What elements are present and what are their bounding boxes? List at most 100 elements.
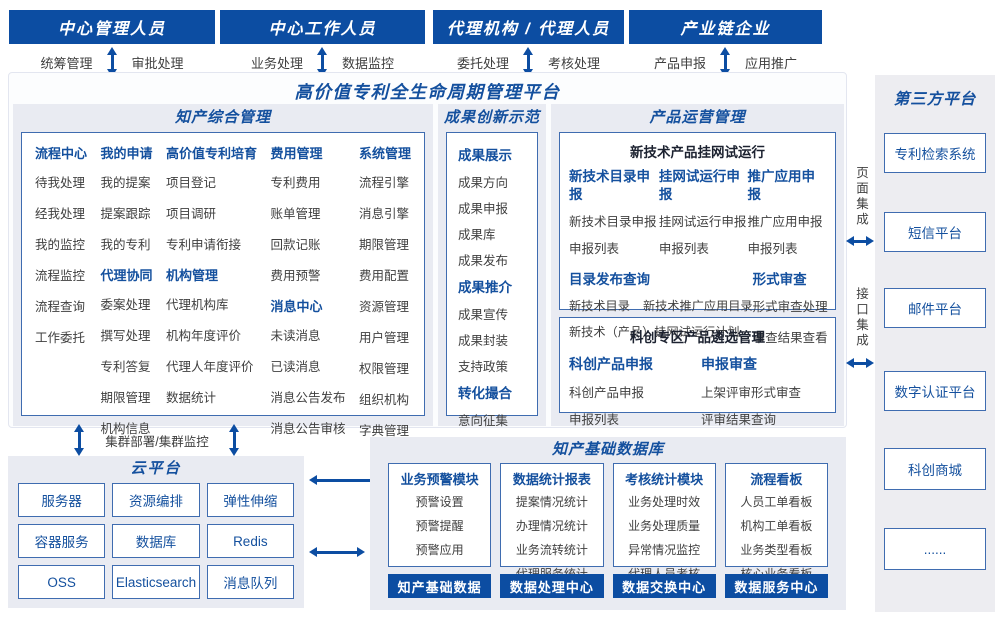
db-module-box: 业务预警模块 预警设置预警提醒预警应用 bbox=[388, 463, 492, 567]
menu-item: 流程查询 bbox=[35, 300, 86, 314]
menu-item: 提案情况统计 bbox=[515, 495, 588, 509]
menu-item: 申报列表 bbox=[747, 242, 798, 256]
menu-item: 我的监控 bbox=[35, 238, 86, 252]
menu-item: 意向征集 bbox=[458, 414, 509, 428]
menu-item: 未读消息 bbox=[270, 329, 321, 343]
role-action: 审批处理 bbox=[131, 55, 184, 71]
menu-item: 字典管理 bbox=[358, 424, 409, 438]
menu-item: 审查结果查看 bbox=[752, 331, 828, 345]
group-header: 消息中心 bbox=[270, 299, 323, 314]
menu-item: 流程监控 bbox=[35, 269, 86, 283]
role-header: 中心管理人员 bbox=[9, 10, 215, 44]
role-group-center-staff: 中心工作人员 业务处理 数据监控 bbox=[220, 10, 425, 77]
menu-item: 专利申请衔接 bbox=[165, 238, 241, 252]
menu-item: 预警提醒 bbox=[415, 519, 464, 533]
cloud-service-box: 容器服务 bbox=[18, 524, 106, 558]
menu-item: 新技术目录申报 bbox=[569, 215, 657, 229]
menu-item: 成果方向 bbox=[458, 176, 509, 190]
menu-item: 异常情况监控 bbox=[628, 543, 701, 557]
cloud-service-box: Redis bbox=[206, 524, 294, 558]
db-module-box: 考核统计模块 业务处理时效业务处理质量异常情况监控代理人员考核 bbox=[612, 463, 716, 581]
role-action: 产品申报 bbox=[653, 55, 706, 71]
third-party-box: 专利检索系统 bbox=[884, 133, 986, 173]
menu-item: 已读消息 bbox=[270, 360, 321, 374]
section-title: 云平台 bbox=[130, 460, 182, 477]
menu-column: 费用管理 专利费用账单管理回款记账费用预警 消息中心 未读消息已读消息消息公告发… bbox=[270, 143, 345, 436]
menu-item: 形式审查处理 bbox=[752, 300, 828, 314]
menu-item: 工作委托 bbox=[35, 331, 86, 345]
vertical-double-arrow-icon bbox=[228, 424, 239, 456]
menu-item: 机构年度评价 bbox=[165, 329, 241, 343]
role-group-center-managers: 中心管理人员 统筹管理 审批处理 bbox=[9, 10, 215, 77]
group-header: 科创产品申报 bbox=[569, 356, 653, 372]
third-party-box: ...... bbox=[884, 528, 986, 570]
horizontal-double-arrow-icon bbox=[846, 236, 874, 246]
menu-item: 我的提案 bbox=[100, 176, 151, 190]
horizontal-double-arrow-icon bbox=[309, 547, 365, 557]
role-action: 统筹管理 bbox=[40, 55, 93, 71]
catalog-publish-query-block: 目录发布查询 新技术目录 新技术推广应用目录 新技术（产品）挂网试运行计划 bbox=[569, 268, 753, 358]
db-footer-badge: 数据服务中心 bbox=[724, 574, 828, 598]
menu-item: 组织机构 bbox=[358, 393, 409, 407]
group-header: 业务预警模块 bbox=[400, 472, 479, 487]
db-module-box: 流程看板 人员工单看板机构工单看板业务类型看板核心业务看板 bbox=[724, 463, 828, 581]
menu-item: 科创产品申报 bbox=[569, 386, 645, 401]
group-header: 成果推介 bbox=[458, 280, 512, 295]
role-action: 委托处理 bbox=[456, 55, 509, 71]
subsection-new-tech-trial: 新技术产品挂网试运行 新技术目录申报 新技术目录申报申报列表 挂网试运行申报 挂… bbox=[559, 132, 836, 345]
menu-item: 机构工单看板 bbox=[740, 519, 813, 533]
cloud-service-box: Elasticsearch bbox=[112, 565, 200, 599]
menu-item: 支持政策 bbox=[458, 360, 509, 374]
group-header: 申报审查 bbox=[701, 356, 757, 372]
menu-column: 系统管理 流程引擎消息引擎期限管理费用配置资源管理用户管理权限管理组织机构字典管… bbox=[358, 143, 411, 438]
menu-item: 消息引擎 bbox=[358, 207, 409, 221]
section-product-operation: 产品运营管理 新技术产品挂网试运行 新技术目录申报 新技术目录申报申报列表 挂网… bbox=[551, 104, 844, 427]
section-title: 知产基础数据库 bbox=[551, 441, 664, 458]
group-header: 考核统计模块 bbox=[625, 472, 704, 487]
section-ip-management: 知产综合管理 流程中心 待我处理经我处理我的监控流程监控流程查询工作委托 我的申… bbox=[13, 104, 433, 438]
role-action: 业务处理 bbox=[250, 55, 303, 71]
subsection-scitech-selection: 科创专区产品遴选管理 科创产品申报 科创产品申报申报列表 申报审查 上架评审形式… bbox=[559, 317, 836, 427]
cluster-label: 集群部署/集群监控 bbox=[105, 434, 209, 449]
cloud-service-box: 弹性伸缩 bbox=[206, 483, 294, 517]
menu-item: 成果库 bbox=[458, 228, 496, 242]
section-third-party: 第三方平台 专利检索系统 短信平台 邮件平台 数字认证平台 科创商城 .....… bbox=[875, 75, 995, 612]
group-header: 目录发布查询 bbox=[569, 272, 650, 287]
section-body: 成果展示 成果方向成果申报成果库成果发布 成果推介 成果宣传成果封装支持政策 转… bbox=[446, 132, 538, 480]
menu-item: 业务流转统计 bbox=[515, 543, 588, 557]
third-party-box: 数字认证平台 bbox=[884, 371, 986, 411]
menu-item: 代理人年度评价 bbox=[165, 360, 254, 374]
role-header: 代理机构 / 代理人员 bbox=[433, 10, 624, 44]
group-header: 费用管理 bbox=[270, 146, 323, 161]
menu-item: 新技术推广应用目录 bbox=[642, 299, 753, 313]
db-column: 流程看板 人员工单看板机构工单看板业务类型看板核心业务看板 数据服务中心 bbox=[724, 463, 828, 598]
menu-item: 业务类型看板 bbox=[740, 543, 813, 557]
db-column: 数据统计报表 提案情况统计办理情况统计业务流转统计代理服务统计 数据处理中心 bbox=[500, 463, 604, 598]
section-title: 知产综合管理 bbox=[174, 109, 271, 126]
role-header: 产业链企业 bbox=[629, 10, 822, 44]
menu-item: 人员工单看板 bbox=[740, 495, 813, 509]
menu-item: 流程引擎 bbox=[358, 176, 409, 190]
interface-integration-label: 接口集成 bbox=[854, 287, 868, 349]
section-title: 第三方平台 bbox=[893, 91, 977, 108]
group-header: 高价值专利培育 bbox=[165, 146, 257, 161]
menu-item: 申报列表 bbox=[658, 242, 709, 256]
menu-item: 新技术目录 bbox=[569, 299, 630, 313]
db-module-box: 数据统计报表 提案情况统计办理情况统计业务流转统计代理服务统计 bbox=[500, 463, 604, 581]
menu-item: 项目登记 bbox=[165, 176, 216, 190]
menu-column: 我的申请 我的提案提案跟踪我的专利 代理协同 委案处理撰写处理专利答复期限管理机… bbox=[100, 143, 152, 436]
menu-item: 申报列表 bbox=[569, 242, 620, 256]
db-footer-badge: 知产基础数据 bbox=[388, 574, 492, 598]
menu-item: 申报列表 bbox=[569, 413, 620, 428]
third-party-box: 科创商城 bbox=[884, 448, 986, 490]
cloud-service-box: 消息队列 bbox=[206, 565, 294, 599]
menu-column: 申报审查 上架评审形式审查评审结果查询 bbox=[701, 353, 801, 436]
vertical-double-arrow-icon bbox=[106, 47, 117, 77]
menu-item: 代理机构库 bbox=[165, 298, 229, 312]
menu-item: 期限管理 bbox=[100, 391, 151, 405]
menu-column: 流程中心 待我处理经我处理我的监控流程监控流程查询工作委托 bbox=[35, 143, 87, 411]
menu-item: 账单管理 bbox=[270, 207, 321, 221]
menu-item: 回款记账 bbox=[270, 238, 321, 252]
cluster-connector: 集群部署/集群监控 bbox=[8, 423, 306, 457]
